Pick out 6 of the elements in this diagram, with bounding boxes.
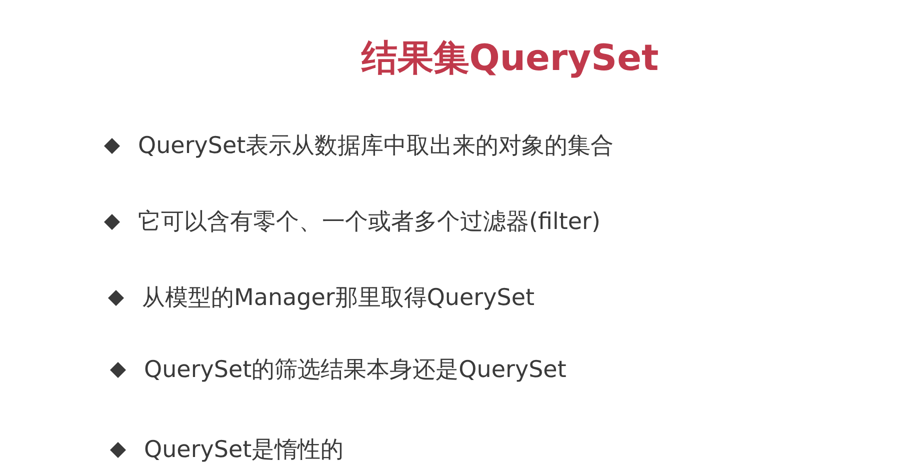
bullet-text: QuerySet表示从数据库中取出来的对象的集合 <box>138 132 614 161</box>
bullet-text: 从模型的Manager那里取得QuerySet <box>142 284 534 313</box>
bullet-text: QuerySet是惰性的 <box>144 436 344 465</box>
bullet-text: QuerySet的筛选结果本身还是QuerySet <box>144 356 566 385</box>
slide-title: 结果集QuerySet <box>360 37 660 81</box>
bullet-text: 它可以含有零个、一个或者多个过滤器(filter) <box>138 208 600 237</box>
